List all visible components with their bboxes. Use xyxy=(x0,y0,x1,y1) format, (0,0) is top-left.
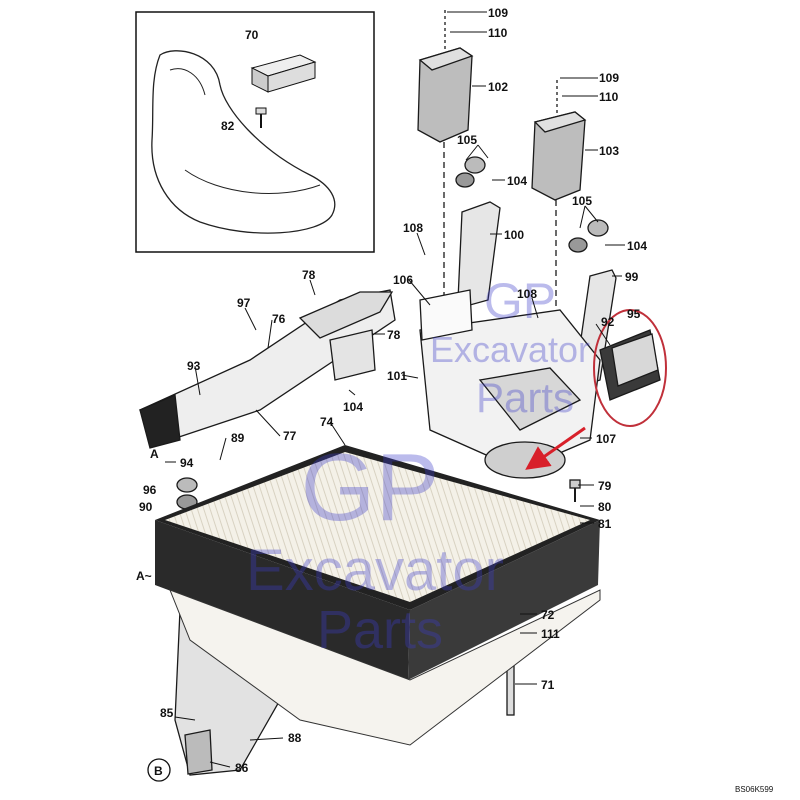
callout-108: 108 xyxy=(403,221,423,235)
callout-104: 104 xyxy=(627,239,647,253)
callout-110: 110 xyxy=(488,26,508,40)
callout-111: 111 xyxy=(541,627,560,641)
callout-105: 105 xyxy=(572,194,592,208)
view-marker-a-arrow: A~ xyxy=(136,569,152,583)
callout-101: 101 xyxy=(387,369,407,383)
view-marker-b-circle xyxy=(147,758,171,782)
callout-78: 78 xyxy=(302,268,316,282)
watermark-large-line2: Excavator xyxy=(246,538,504,603)
callout-93: 93 xyxy=(187,359,201,373)
callout-105: 105 xyxy=(457,133,477,147)
callout-104: 104 xyxy=(507,174,527,188)
callout-77: 77 xyxy=(283,429,297,443)
callout-96: 96 xyxy=(143,483,157,497)
leader-lines xyxy=(165,11,625,768)
callout-76: 76 xyxy=(272,312,286,326)
callout-82: 82 xyxy=(221,119,235,133)
cabin-air-filter xyxy=(155,445,601,746)
callout-86: 86 xyxy=(235,761,249,775)
callout-88: 88 xyxy=(288,731,302,745)
callout-97: 97 xyxy=(237,296,251,310)
callout-110: 110 xyxy=(599,90,619,104)
callout-89: 89 xyxy=(231,431,245,445)
controller-unit-70 xyxy=(250,54,317,93)
watermark-large-line3: Parts xyxy=(317,600,443,660)
callout-106: 106 xyxy=(393,273,413,287)
watermark-small-line2: Excavator xyxy=(430,329,590,370)
callout-78: 78 xyxy=(387,328,401,342)
callout-labels: 70 82 109 110 102 109 110 103 105 104 10… xyxy=(139,6,647,775)
callout-72: 72 xyxy=(541,608,555,622)
highlight-annotations xyxy=(525,309,667,470)
view-markers: A A~ B xyxy=(136,447,171,782)
bolt-82 xyxy=(255,107,267,128)
callout-85: 85 xyxy=(160,706,174,720)
callout-92: 92 xyxy=(601,315,615,329)
callout-71: 71 xyxy=(541,678,555,692)
callout-109: 109 xyxy=(599,71,619,85)
duct-assembly-art xyxy=(138,10,661,776)
watermark-small: GP Excavator Parts xyxy=(430,273,590,421)
callout-99: 99 xyxy=(625,270,639,284)
view-marker-b: B xyxy=(154,764,163,778)
inset-detail xyxy=(135,11,375,253)
callout-79: 79 xyxy=(598,479,612,493)
watermark-large-line1: GP xyxy=(301,434,440,541)
highlight-circle xyxy=(593,309,667,427)
watermark-small-line1: GP xyxy=(484,273,556,329)
callout-100: 100 xyxy=(504,228,524,242)
callout-108: 108 xyxy=(517,287,537,301)
callout-74: 74 xyxy=(320,415,334,429)
callout-104: 104 xyxy=(343,400,363,414)
watermark-small-line3: Parts xyxy=(476,374,574,421)
callout-109: 109 xyxy=(488,6,508,20)
view-marker-a: A xyxy=(150,447,159,461)
callout-95: 95 xyxy=(627,307,641,321)
callout-81: 81 xyxy=(598,517,612,531)
highlight-arrow xyxy=(525,426,586,470)
callout-102: 102 xyxy=(488,80,508,94)
drawing-code: BS06K599 xyxy=(735,785,774,794)
callout-90: 90 xyxy=(139,500,153,514)
watermark-large: GP Excavator Parts xyxy=(246,434,504,660)
callout-103: 103 xyxy=(599,144,619,158)
callout-94: 94 xyxy=(180,456,194,470)
callout-70: 70 xyxy=(245,28,259,42)
callout-107: 107 xyxy=(596,432,616,446)
callout-80: 80 xyxy=(598,500,612,514)
